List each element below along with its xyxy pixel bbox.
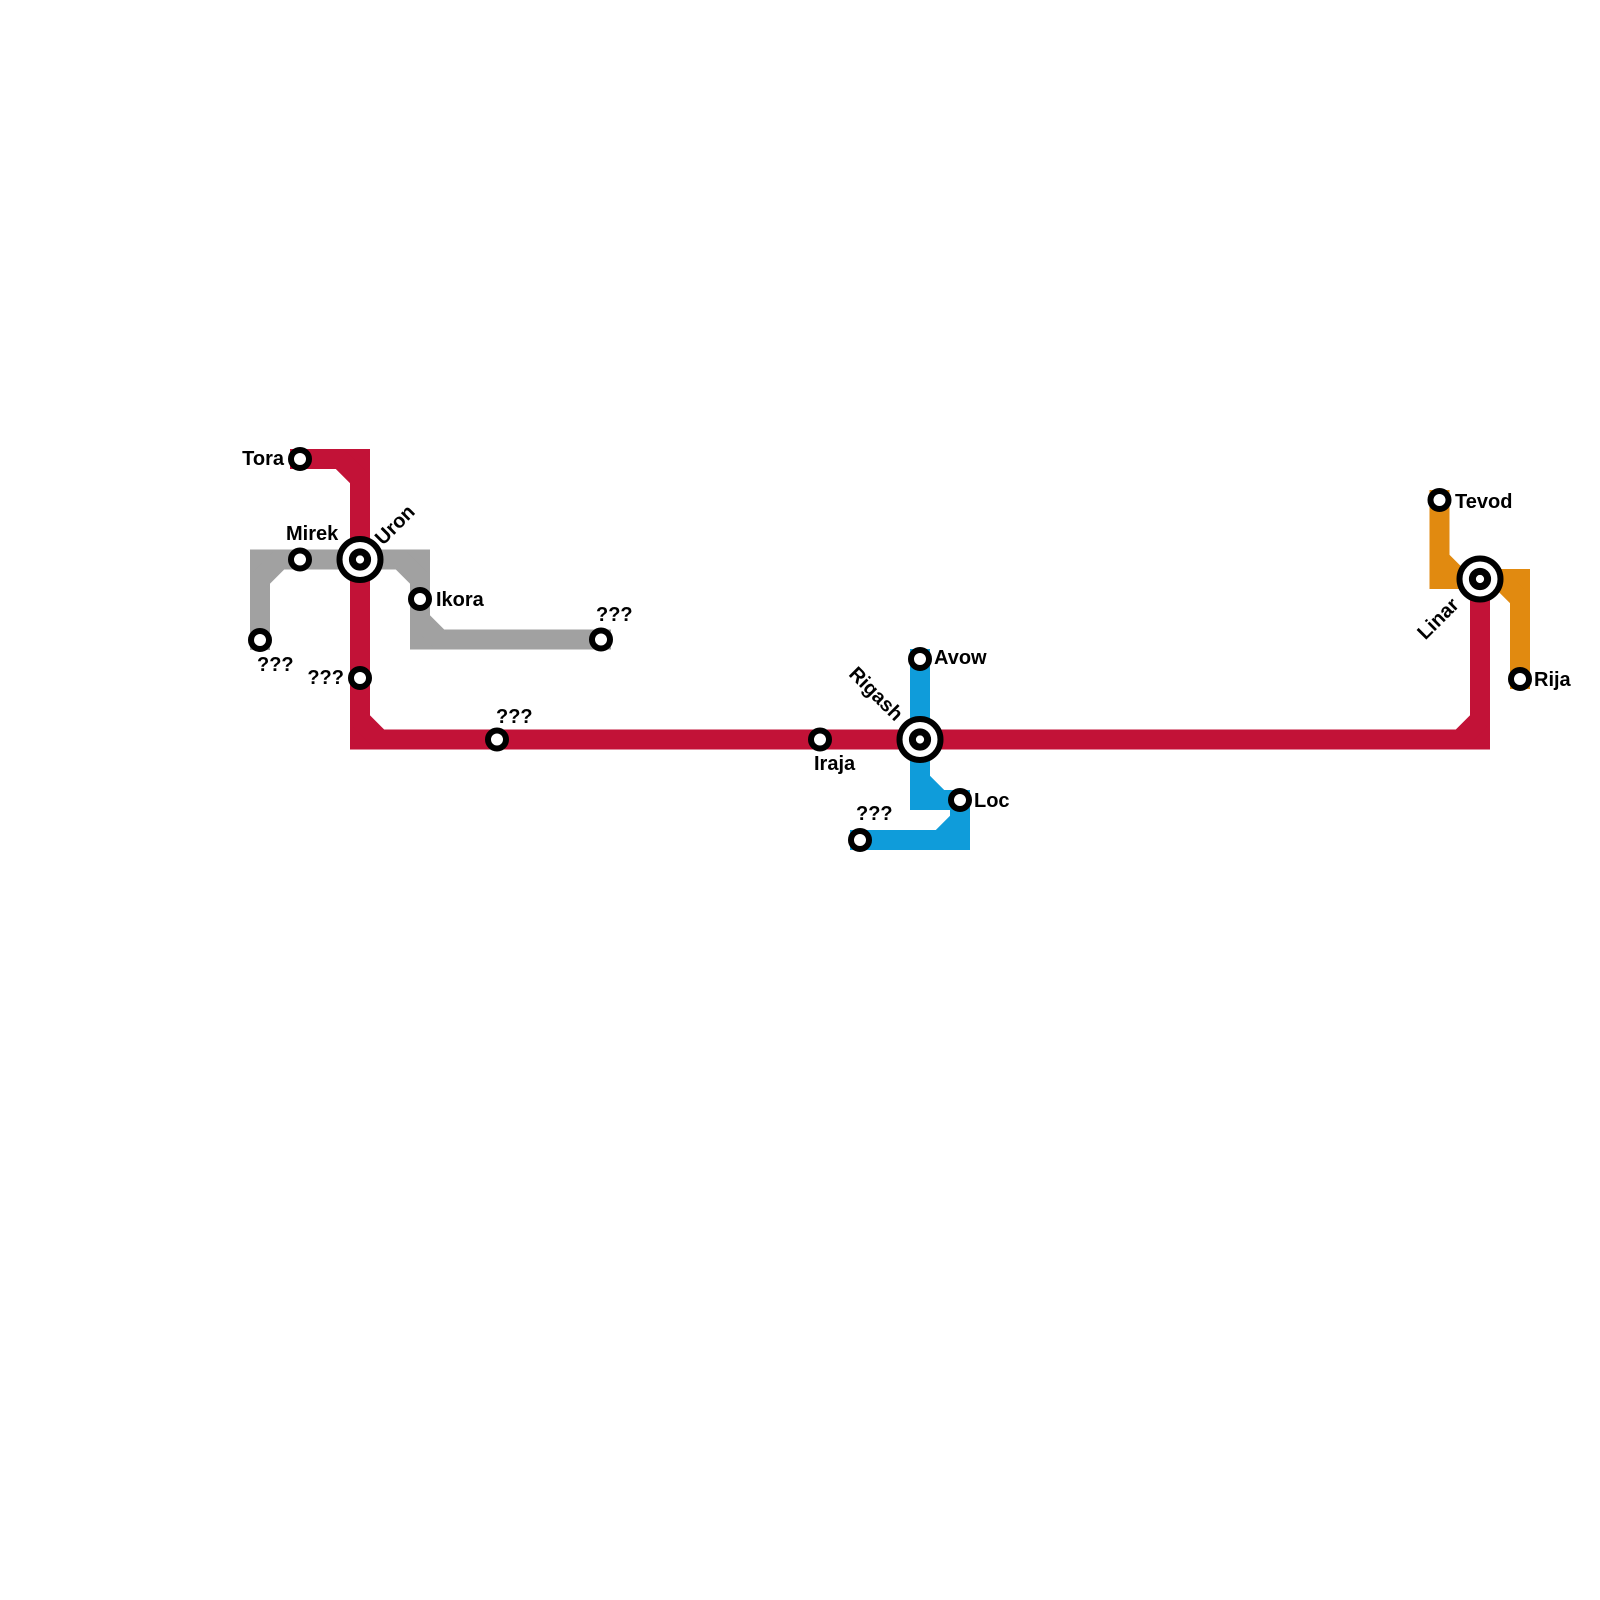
svg-text:Tevod: Tevod [1455,491,1512,513]
svg-text:???: ??? [307,667,344,689]
svg-text:???: ??? [496,706,533,728]
svg-text:Iraja: Iraja [814,753,856,775]
svg-text:Rija: Rija [1534,669,1572,691]
svg-text:???: ??? [596,604,633,626]
svg-text:Tora: Tora [242,448,285,470]
svg-text:Avow: Avow [934,647,987,669]
svg-text:Ikora: Ikora [436,589,485,611]
svg-text:???: ??? [856,803,893,825]
svg-text:???: ??? [257,654,294,676]
svg-text:Loc: Loc [974,790,1010,812]
svg-text:Mirek: Mirek [286,523,339,545]
